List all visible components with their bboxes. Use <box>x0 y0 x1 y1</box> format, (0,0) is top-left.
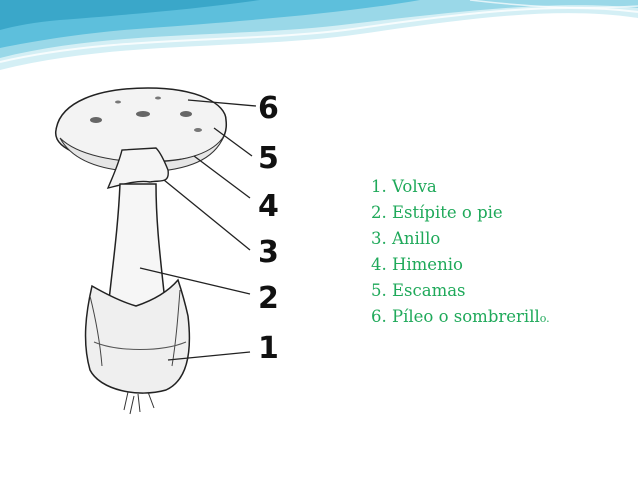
volva-shape <box>84 278 191 394</box>
legend-item-pileo-tail: o. <box>539 312 550 325</box>
label-4: 4 <box>258 189 279 224</box>
label-3: 3 <box>258 235 279 270</box>
header-wave-decoration <box>0 0 638 70</box>
ring-shape <box>106 147 169 190</box>
label-5: 5 <box>258 141 279 176</box>
stipe-shape <box>107 183 167 313</box>
label-1: 1 <box>258 331 279 366</box>
legend-item-volva: 1. Volva <box>371 177 437 196</box>
parts-legend: 1. Volva 2. Estípite o pie 3. Anillo 4. … <box>371 174 631 332</box>
legend-item-himenio: 4. Himenio <box>371 255 463 274</box>
mushroom-illustration <box>54 87 257 415</box>
legend-item-estipite: 2. Estípite o pie <box>371 203 503 222</box>
legend-item-anillo: 3. Anillo <box>371 229 441 248</box>
legend-item-pileo-text: 6. Píleo o sombrerill <box>371 307 540 326</box>
legend-item-pileo: 6. Píleo o sombrerillo. <box>371 304 631 332</box>
label-6: 6 <box>258 91 279 126</box>
legend-item-escamas: 5. Escamas <box>371 281 466 300</box>
label-2: 2 <box>258 281 279 316</box>
mushroom-diagram: 6 5 4 3 2 1 <box>38 80 288 418</box>
